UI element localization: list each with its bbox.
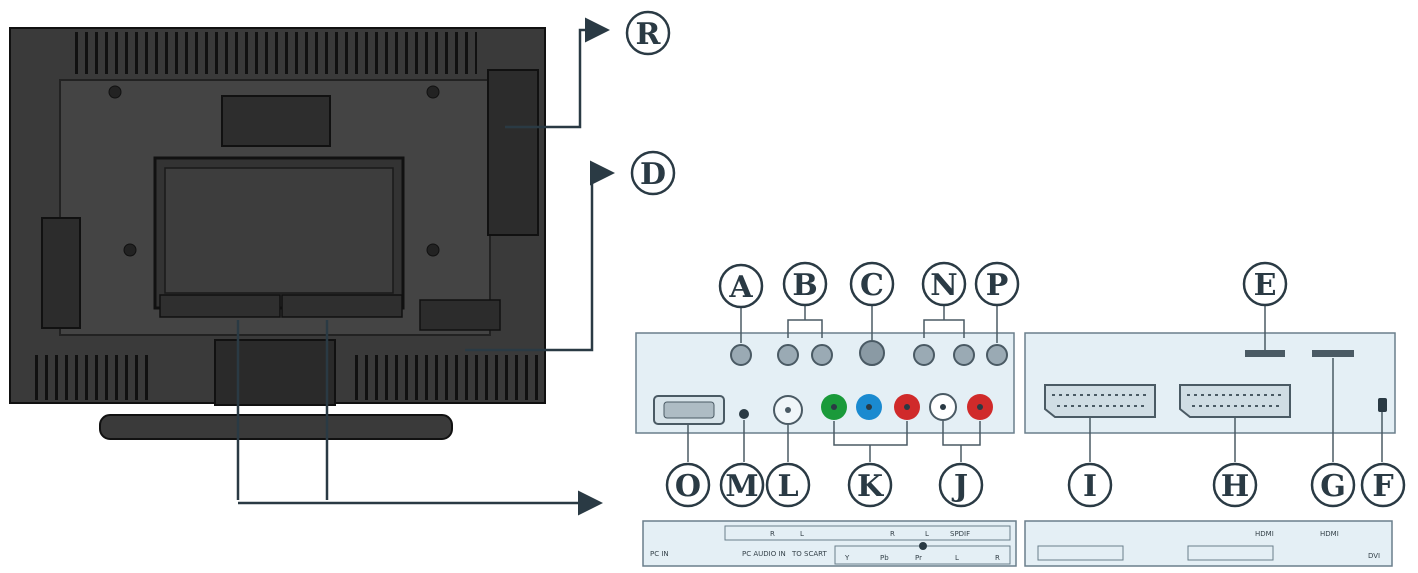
label-F: F	[1372, 469, 1393, 504]
strip-right-hdmi-2: HDMI	[1320, 530, 1339, 538]
left-side-slot	[41, 217, 81, 329]
strip-left-top-2: R	[890, 530, 895, 538]
switch-F	[1378, 398, 1387, 412]
strip-left-pb: Pb	[880, 554, 889, 562]
strip-left-pc-in: PC IN	[650, 550, 669, 558]
strip-left-top-1: L	[800, 530, 804, 538]
strip-right-dvi: DVI	[1368, 552, 1380, 560]
label-L: L	[777, 469, 798, 504]
strip-left-pc-audio: PC AUDIO IN	[742, 550, 786, 558]
strip-right-hdmi-1: HDMI	[1255, 530, 1274, 538]
label-G: G	[1320, 469, 1346, 504]
strip-left-top-3: L	[925, 530, 929, 538]
callout-R	[625, 10, 671, 56]
jack-N1	[913, 344, 935, 366]
label-C: C	[860, 268, 884, 303]
jack-N2	[953, 344, 975, 366]
scart-port-H	[1179, 384, 1291, 418]
stand-neck	[214, 339, 336, 406]
label-P: P	[986, 268, 1009, 303]
jack-B1	[777, 344, 799, 366]
connector-panel-right	[1024, 332, 1396, 434]
hdmi-port-E	[1245, 350, 1285, 357]
audio-in-M	[739, 409, 749, 419]
label-B: B	[792, 268, 817, 303]
callout-E	[1242, 261, 1288, 307]
scart-port-I	[1044, 384, 1156, 418]
label-H: H	[1221, 469, 1249, 504]
callout-G	[1310, 462, 1356, 508]
callout-M	[719, 462, 765, 508]
strip-left-to-scart: TO SCART	[791, 550, 827, 558]
callout-I	[1067, 462, 1113, 508]
leader-D	[465, 160, 615, 352]
stand-base	[99, 414, 453, 440]
jack-P	[986, 344, 1008, 366]
strip-left-top-4: SPDIF	[950, 530, 970, 538]
callout-O	[665, 462, 711, 508]
callout-N	[921, 261, 967, 307]
jack-A	[730, 344, 752, 366]
callout-J	[938, 462, 984, 508]
callout-F	[1360, 462, 1406, 508]
jack-B2	[811, 344, 833, 366]
label-strip-right: HDMI HDMI DVI	[1024, 520, 1393, 567]
label-strip-left: R L R L SPDIF PC IN PC AUDIO IN TO SCART…	[642, 520, 1017, 567]
strip-left-y: Y	[844, 554, 850, 562]
callout-P	[974, 261, 1020, 307]
bottom-vent-right	[350, 355, 540, 400]
label-R: R	[636, 17, 662, 52]
callout-D	[630, 150, 676, 196]
leader-lines	[236, 17, 615, 516]
callout-L	[765, 462, 811, 508]
label-lines	[687, 305, 1383, 462]
strip-left-l: L	[955, 554, 959, 562]
label-I: I	[1083, 469, 1097, 504]
label-D: D	[640, 157, 666, 192]
side-connector-panel	[487, 69, 539, 236]
label-plate	[221, 95, 331, 147]
hdmi-port-G	[1312, 350, 1354, 357]
callout-H	[1212, 462, 1258, 508]
label-K: K	[857, 469, 884, 504]
label-O: O	[675, 469, 701, 504]
label-E: E	[1254, 268, 1277, 303]
tv-rear-illustration	[9, 27, 546, 440]
label-A: A	[728, 270, 753, 305]
connector-panel-left	[635, 332, 1015, 434]
top-vent	[72, 32, 477, 74]
label-N: N	[930, 268, 957, 303]
bottom-vent-left	[30, 355, 150, 400]
strip-left-r: R	[995, 554, 1000, 562]
strip-left-pr: Pr	[915, 554, 922, 562]
rear-connector-block	[419, 299, 501, 331]
strip-left-top-0: R	[770, 530, 775, 538]
callout-B	[782, 261, 828, 307]
callout-K	[847, 462, 893, 508]
callout-C	[849, 261, 895, 307]
svideo-port-C	[859, 340, 885, 366]
label-J: J	[951, 469, 968, 504]
leader-R	[505, 17, 610, 129]
label-circles	[625, 10, 1406, 508]
callout-A	[718, 263, 764, 309]
label-M: M	[725, 469, 758, 504]
